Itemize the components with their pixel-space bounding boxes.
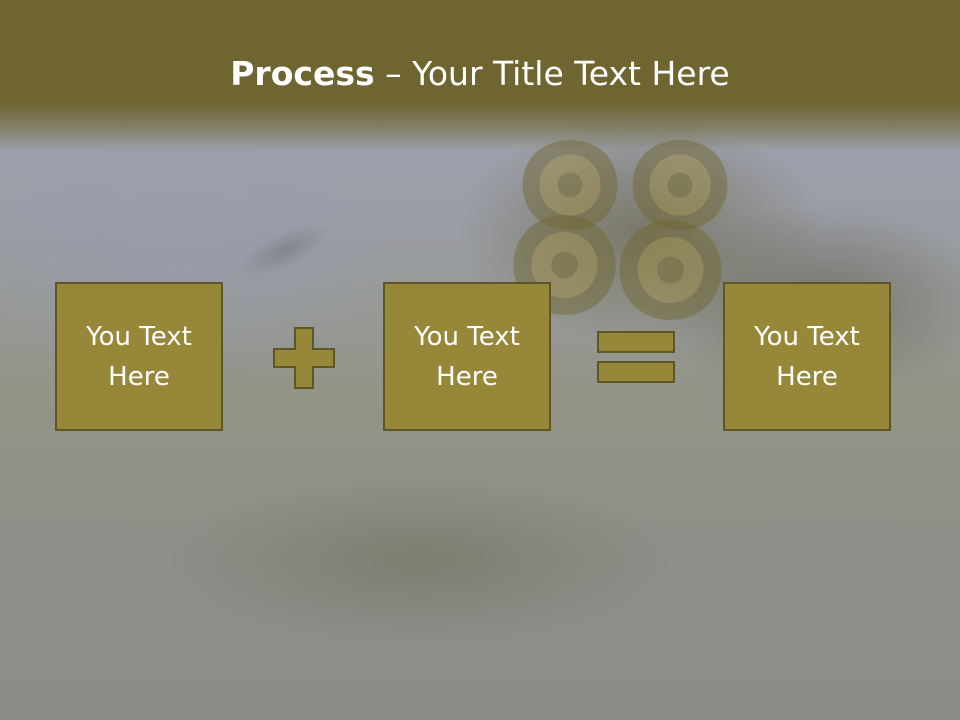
process-step-box-3[interactable]: You Text Here [723,282,891,431]
title-bar: Process – Your Title Text Here [0,0,960,150]
slide-title: Process – Your Title Text Here [0,52,960,96]
background-shipwreck-detail [618,220,723,320]
step-text-line-1: You Text [86,321,192,352]
equals-icon [597,331,675,383]
title-bold-text: Process [230,54,375,93]
step-text-line-1: You Text [754,321,860,352]
step-text-line-1: You Text [414,321,520,352]
title-rest-text: – Your Title Text Here [374,54,730,93]
process-step-box-2[interactable]: You Text Here [383,282,551,431]
plus-icon [273,327,335,389]
process-step-box-1[interactable]: You Text Here [55,282,223,431]
step-text-line-2: Here [108,361,170,392]
step-text-line-2: Here [776,361,838,392]
background-shipwreck-detail [630,140,730,230]
step-text-line-2: Here [436,361,498,392]
